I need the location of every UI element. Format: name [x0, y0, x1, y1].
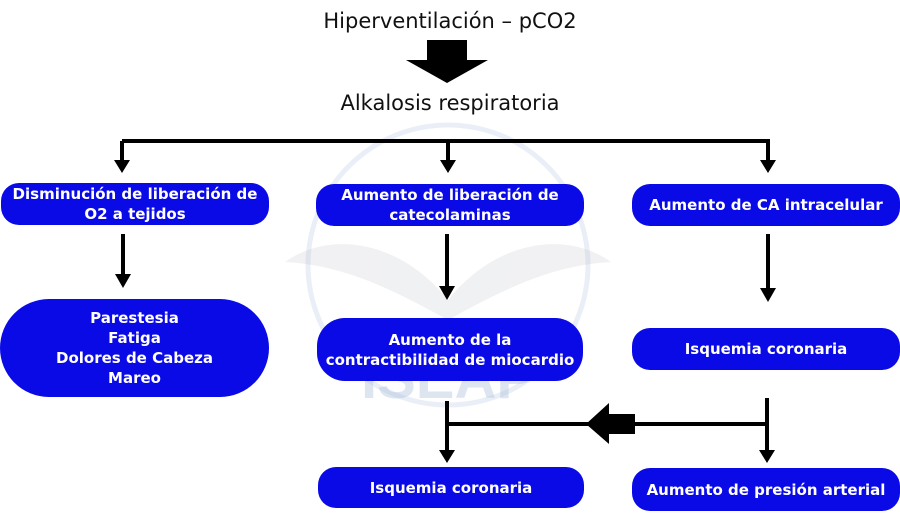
node-contractility-label: Aumento de la contractibilidad de miocar… [325, 330, 575, 369]
node-intracellular-ca-label: Aumento de CA intracelular [649, 196, 883, 214]
diagram-title: Hiperventilación – pCO2 [323, 9, 577, 33]
node-coronary-ischemia-right-label: Isquemia coronaria [684, 340, 848, 358]
node-contractility: Aumento de la contractibilidad de miocar… [317, 318, 583, 381]
symptoms-list: Parestesia Fatiga Dolores de Cabeza Mare… [56, 308, 213, 388]
node-oxygen-release-label: Disminución de liberación de O2 a tejido… [12, 185, 258, 223]
node-blood-pressure: Aumento de presión arterial [632, 468, 900, 511]
symptom-item: Dolores de Cabeza [56, 349, 213, 367]
symptom-item: Parestesia [90, 309, 179, 327]
node-catecholamines-label: Aumento de liberación de catecolaminas [341, 186, 559, 224]
node-oxygen-release: Disminución de liberación de O2 a tejido… [1, 183, 269, 225]
symptom-item: Fatiga [108, 329, 161, 347]
diagram-subtitle: Alkalosis respiratoria [340, 91, 560, 115]
node-coronary-ischemia-bottom-label: Isquemia coronaria [369, 478, 533, 497]
node-coronary-ischemia-right: Isquemia coronaria [632, 328, 900, 370]
node-intracellular-ca: Aumento de CA intracelular [632, 184, 900, 226]
node-catecholamines: Aumento de liberación de catecolaminas [316, 184, 584, 226]
node-symptoms: Parestesia Fatiga Dolores de Cabeza Mare… [0, 299, 269, 397]
node-blood-pressure-label: Aumento de presión arterial [646, 480, 886, 499]
symptom-item: Mareo [108, 369, 161, 387]
node-coronary-ischemia-bottom: Isquemia coronaria [318, 467, 584, 508]
